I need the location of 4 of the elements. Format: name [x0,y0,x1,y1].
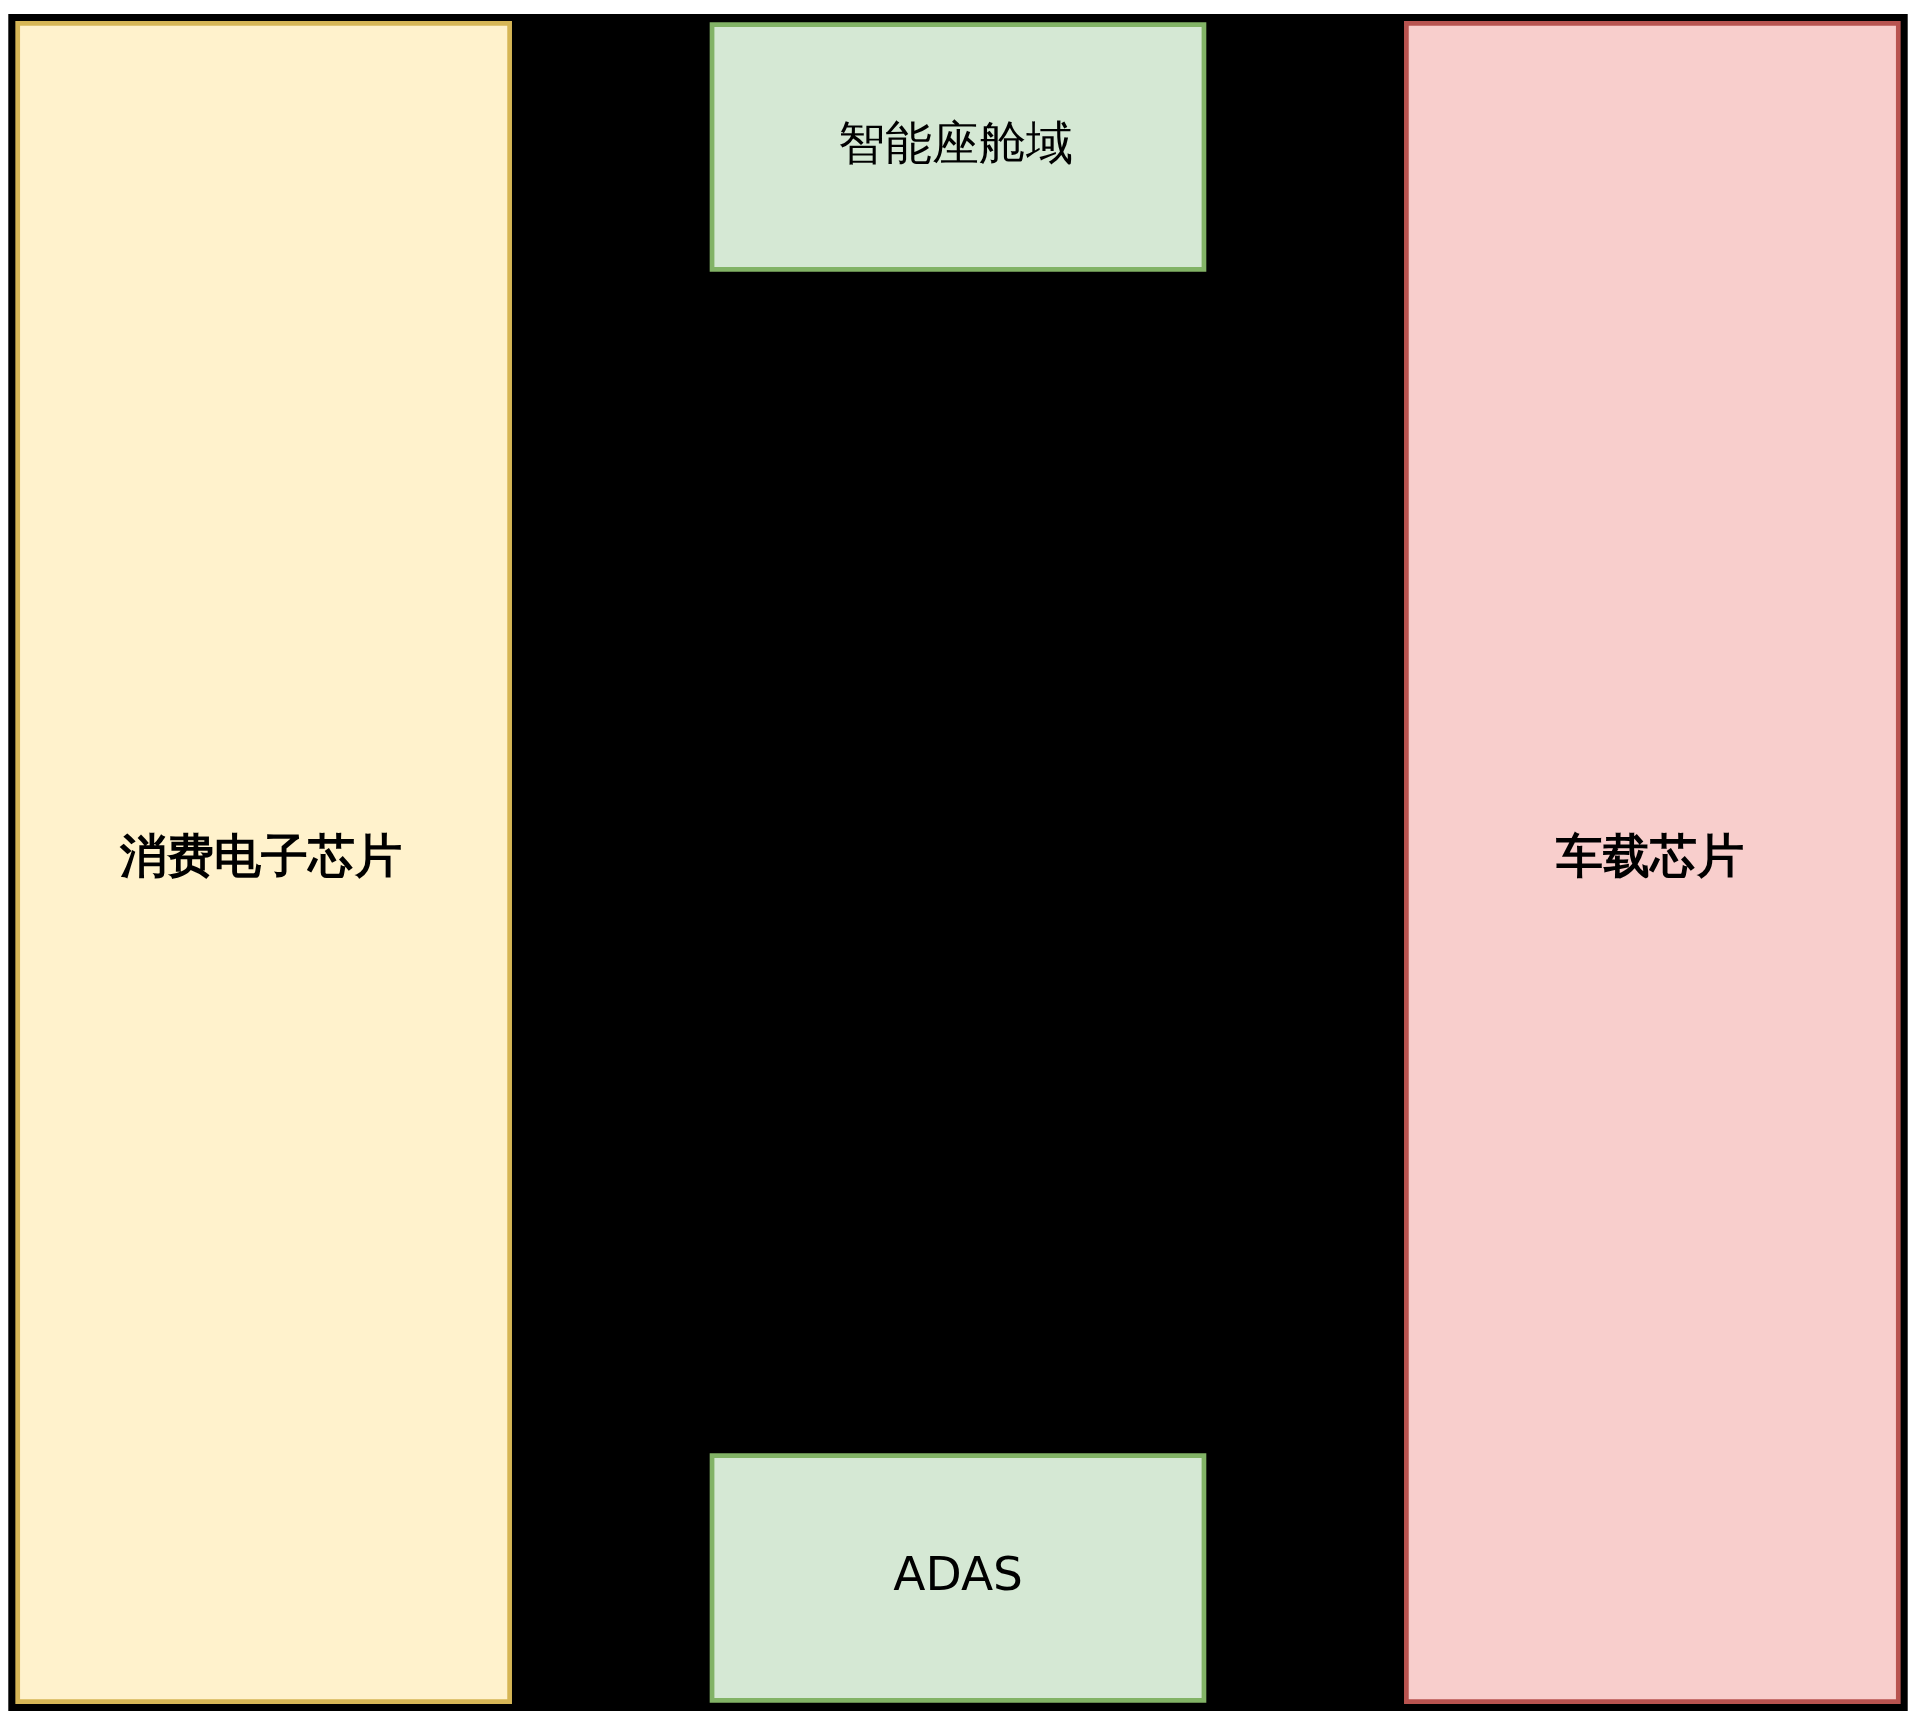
node-box: ADAS [709,1452,1207,1703]
node-box: 车载芯片 [1404,20,1901,1704]
node-box: 消费电子芯片 [15,20,512,1704]
node-box: 智能座舱域 [709,21,1207,272]
